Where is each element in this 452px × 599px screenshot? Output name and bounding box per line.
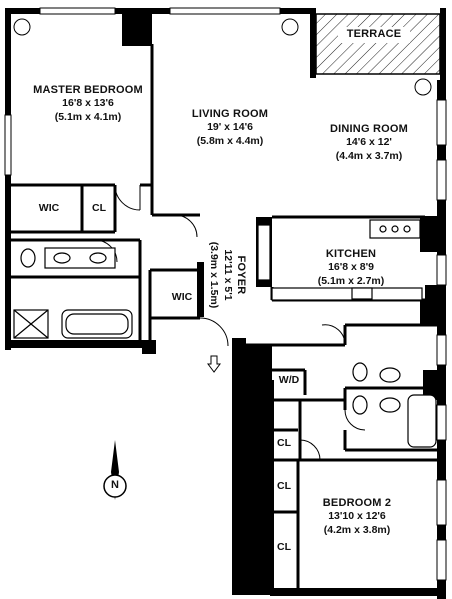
terrace-name: TERRACE xyxy=(346,28,402,40)
fixtures xyxy=(13,219,437,448)
cl-3-label: CL xyxy=(277,541,291,553)
living-room-label: LIVING ROOM 19' x 14'6 (5.8m x 4.4m) xyxy=(180,108,280,148)
kitchen-label: KITCHEN 16'8 x 8'9 (5.1m x 2.7m) xyxy=(296,248,406,288)
doors xyxy=(13,18,432,461)
windows xyxy=(4,7,447,581)
master-bedroom-dim-ft: 16'8 x 13'6 xyxy=(62,97,114,109)
dining-room-dim-ft: 14'6 x 12' xyxy=(346,136,392,148)
master-bedroom-name: MASTER BEDROOM xyxy=(33,84,143,96)
dining-room-name: DINING ROOM xyxy=(330,123,408,135)
bedroom-2-label: BEDROOM 2 13'10 x 12'6 (4.2m x 3.8m) xyxy=(302,497,412,537)
terrace-area xyxy=(315,13,441,75)
terrace-label: TERRACE xyxy=(336,28,412,40)
compass-letter: N xyxy=(111,479,119,491)
foyer-name: FOYER xyxy=(235,255,247,295)
master-bedroom-label: MASTER BEDROOM 16'8 x 13'6 (5.1m x 4.1m) xyxy=(22,84,154,124)
dining-room-dim-m: (4.4m x 3.7m) xyxy=(335,150,403,162)
wd-label: W/D xyxy=(278,374,300,386)
master-bedroom-dim-m: (5.1m x 4.1m) xyxy=(54,111,122,123)
bedroom-2-name: BEDROOM 2 xyxy=(322,497,392,509)
dining-room-label: DINING ROOM 14'6 x 12' (4.4m x 3.7m) xyxy=(318,123,420,163)
foyer-wic-label: WIC xyxy=(171,291,193,303)
cl-2-label: CL xyxy=(277,480,291,492)
bedroom-2-dim-ft: 13'10 x 12'6 xyxy=(328,510,386,522)
master-cl-label: CL xyxy=(92,202,106,214)
cl-1-label: CL xyxy=(277,437,291,449)
kitchen-dim-m: (5.1m x 2.7m) xyxy=(317,275,385,287)
foyer-dim-m: (3.9m x 1.5m) xyxy=(208,241,220,309)
master-wic-label: WIC xyxy=(38,202,60,214)
foyer-dim-ft: 12'11 x 5'1 xyxy=(222,249,234,301)
compass-icon xyxy=(103,440,127,500)
living-room-dim-ft: 19' x 14'6 xyxy=(207,121,253,133)
bedroom-2-dim-m: (4.2m x 3.8m) xyxy=(323,524,391,536)
entry-arrow xyxy=(207,355,221,373)
living-room-name: LIVING ROOM xyxy=(191,108,269,120)
kitchen-dim-ft: 16'8 x 8'9 xyxy=(328,261,374,273)
kitchen-name: KITCHEN xyxy=(325,248,377,260)
foyer-label: FOYER 12'11 x 5'1 (3.9m x 1.5m) xyxy=(205,220,247,330)
living-room-dim-m: (5.8m x 4.4m) xyxy=(196,135,264,147)
